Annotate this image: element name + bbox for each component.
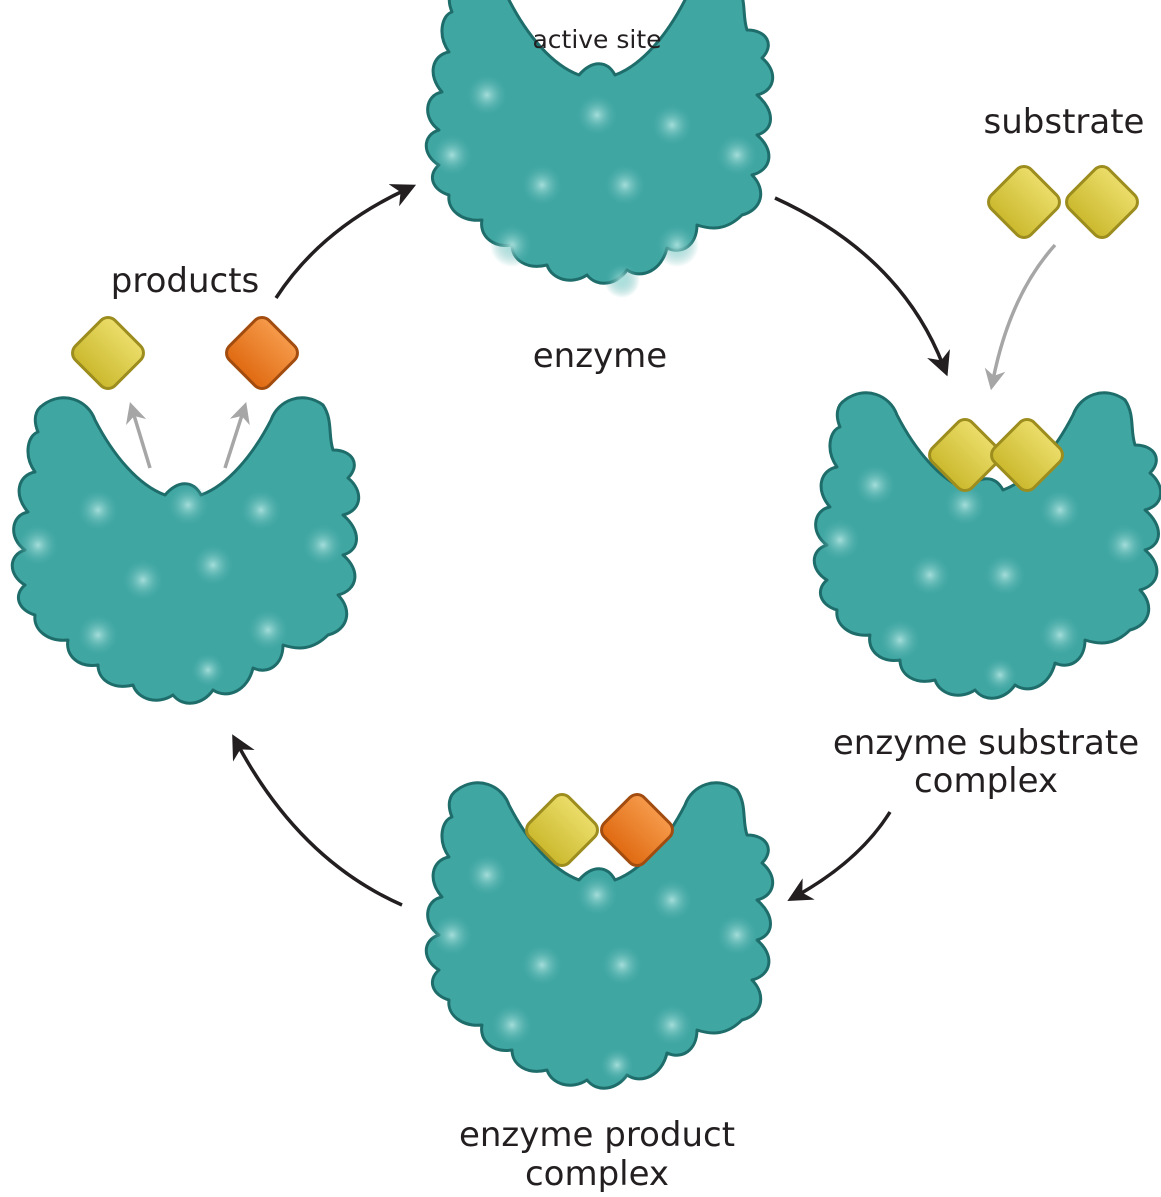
enzyme-spot bbox=[983, 553, 1027, 597]
enzyme-label: enzyme bbox=[533, 336, 667, 376]
enzyme-spot bbox=[520, 943, 564, 987]
cycle-arrow-top-left bbox=[274, 184, 417, 299]
enzyme-spot bbox=[76, 488, 120, 532]
product-release-arrow-left bbox=[126, 401, 152, 469]
released-products bbox=[71, 316, 299, 390]
enzyme-spot bbox=[853, 463, 897, 507]
enzyme-spot bbox=[490, 223, 534, 267]
enzyme-spot bbox=[818, 518, 862, 562]
enzyme-spot bbox=[190, 652, 226, 688]
enzyme-product-complex-label-line1: enzyme product bbox=[459, 1115, 735, 1155]
products-label: products bbox=[111, 261, 259, 301]
enzyme-spot bbox=[520, 163, 564, 207]
enzyme-spot bbox=[430, 133, 474, 177]
enzyme-spot bbox=[1103, 523, 1147, 567]
active-site-label: active site bbox=[532, 25, 661, 54]
enzyme-spot bbox=[604, 262, 640, 298]
cycle-arrow-top-right bbox=[774, 196, 950, 377]
enzyme-spot bbox=[982, 657, 1018, 693]
enzyme-spot bbox=[908, 553, 952, 597]
enzyme-substrate-complex bbox=[812, 391, 1161, 700]
bound-products bbox=[525, 793, 674, 867]
enzyme-product-complex-label-line2: complex bbox=[525, 1154, 669, 1194]
enzyme-spot bbox=[465, 73, 509, 117]
cycle-arrow-bottom-left bbox=[232, 734, 403, 907]
enzyme-spot bbox=[575, 93, 619, 137]
enzyme-spot bbox=[16, 523, 60, 567]
enzyme-spot bbox=[1038, 488, 1082, 532]
enzyme-spot bbox=[650, 878, 694, 922]
enzyme-substrate-complex-label-line1: enzyme substrate bbox=[833, 723, 1139, 763]
enzyme-spot bbox=[239, 488, 283, 532]
enzyme-spot bbox=[603, 163, 647, 207]
enzyme-spot bbox=[943, 483, 987, 527]
enzyme-spot bbox=[166, 483, 210, 527]
enzyme-spot bbox=[191, 543, 235, 587]
enzyme-free bbox=[424, 0, 775, 298]
enzyme-spot bbox=[430, 913, 474, 957]
enzyme-spot bbox=[715, 913, 759, 957]
enzyme-spot bbox=[490, 1003, 534, 1047]
enzyme-spot bbox=[600, 943, 644, 987]
enzyme-product-complex bbox=[424, 781, 775, 1090]
substrate-binding-arrow bbox=[984, 243, 1057, 391]
cycle-arrow-bottom-right bbox=[787, 811, 892, 902]
product-release-arrow-right bbox=[223, 402, 250, 469]
bound-substrate bbox=[928, 418, 1064, 492]
enzyme-spot bbox=[1038, 613, 1082, 657]
enzyme-after-release bbox=[10, 396, 361, 705]
enzyme-spot bbox=[121, 558, 165, 602]
enzyme-spot bbox=[301, 523, 345, 567]
enzyme-substrate-complex-label-line2: complex bbox=[914, 761, 1058, 801]
enzyme-spot bbox=[715, 133, 759, 177]
enzyme-spot bbox=[599, 1047, 635, 1083]
enzyme-spot bbox=[76, 613, 120, 657]
enzyme-spot bbox=[246, 608, 290, 652]
free-substrate bbox=[987, 165, 1139, 239]
enzyme-spot bbox=[655, 223, 699, 267]
enzyme-spot bbox=[465, 853, 509, 897]
enzyme-spot bbox=[650, 103, 694, 147]
enzyme-spot bbox=[650, 1003, 694, 1047]
enzyme-spot bbox=[878, 618, 922, 662]
enzyme-spot bbox=[575, 873, 619, 917]
substrate-label: substrate bbox=[984, 102, 1145, 142]
